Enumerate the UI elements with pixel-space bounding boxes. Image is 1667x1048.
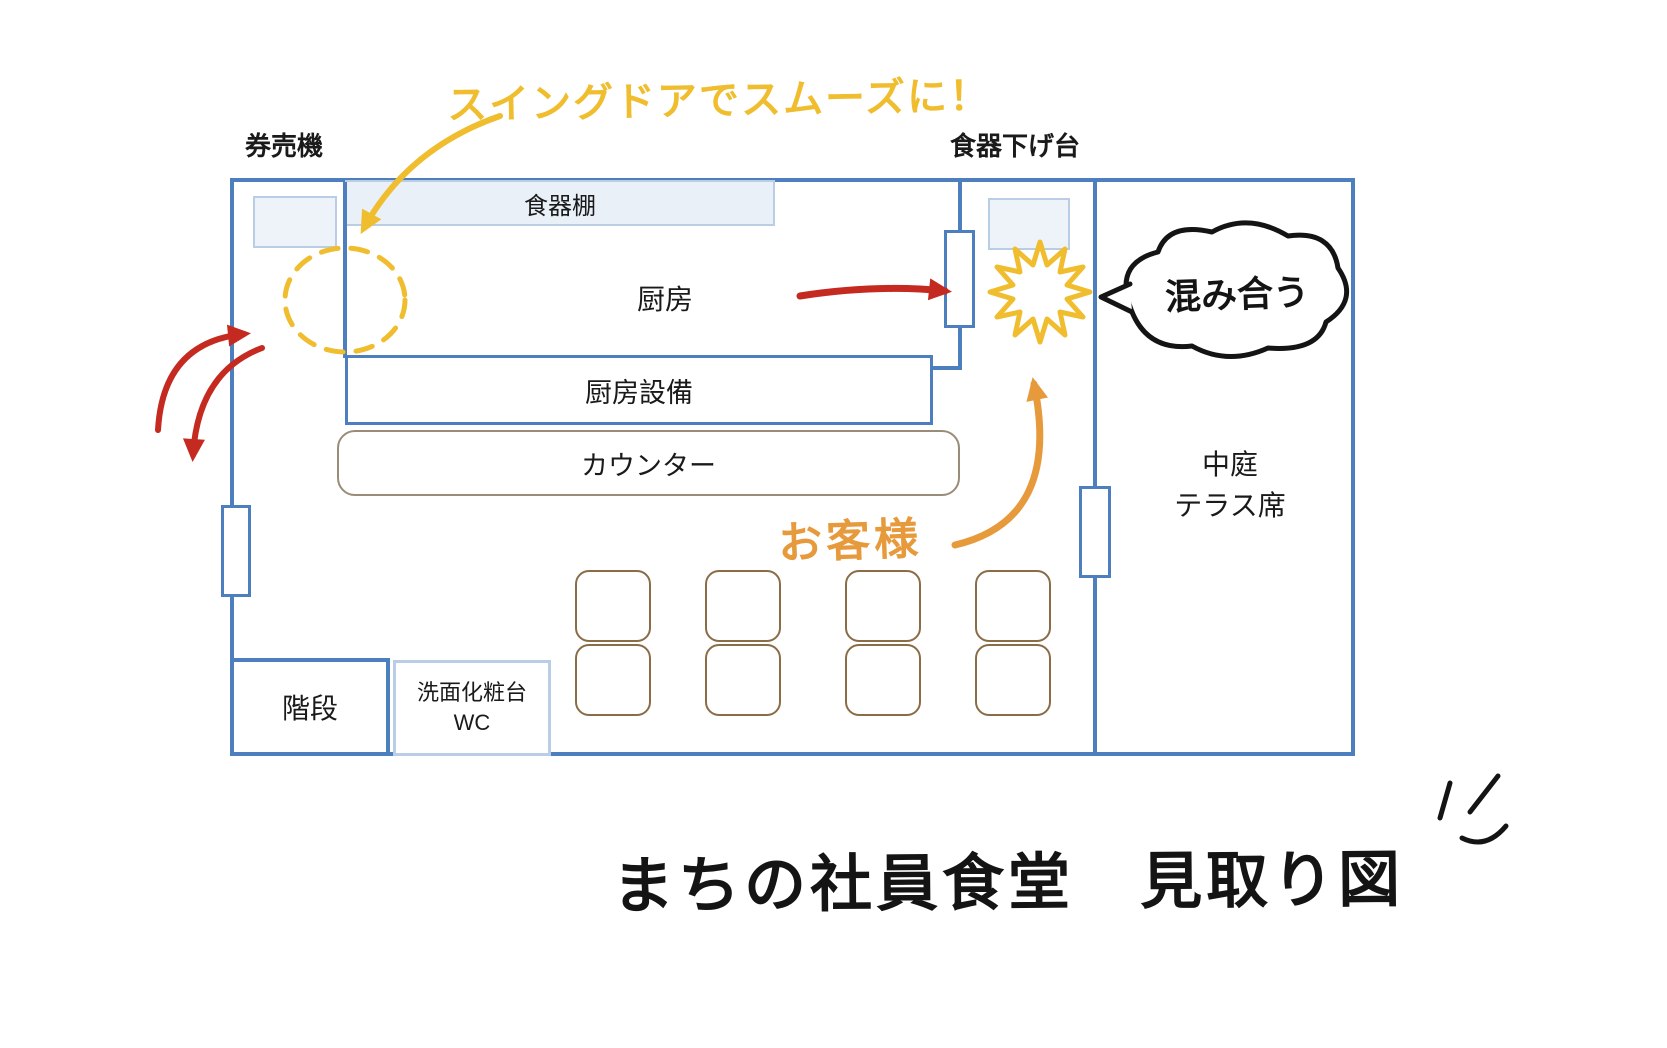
table-seat — [705, 644, 781, 716]
outer-wall — [230, 178, 1355, 756]
dish-return-door — [944, 230, 975, 328]
kitchen-left-wall — [343, 182, 347, 358]
terrace-label-line1: 中庭 — [1201, 449, 1258, 480]
table-seat — [575, 570, 651, 642]
kitchen-equipment-label: 厨房設備 — [585, 377, 693, 408]
table-seat — [975, 644, 1051, 716]
dish-return-label: 食器下げ台 — [950, 131, 1081, 161]
wc-label: WC — [453, 710, 491, 735]
terrace-label-line2: テラス席 — [1174, 489, 1286, 521]
counter-label: カウンター — [581, 450, 716, 481]
entrance-door — [221, 505, 251, 597]
kitchen-label: 厨房 — [636, 284, 693, 315]
ticket-machine-box — [253, 196, 337, 248]
kitchen-equipment: 厨房設備 — [345, 355, 933, 425]
ticket-machine-label: 券売機 — [245, 131, 324, 161]
table-seat — [975, 570, 1051, 642]
table-seat — [845, 570, 921, 642]
terrace-label: 中庭 テラス席 — [1150, 445, 1310, 526]
customers-note: お客様 — [777, 514, 923, 569]
stairs-room: 階段 — [230, 658, 390, 756]
table-seat — [575, 644, 651, 716]
washroom-label: 洗面化粧台 — [416, 680, 527, 706]
dish-shelf: 食器棚 — [345, 180, 775, 226]
table-seat — [845, 644, 921, 716]
page-title: まちの社員食堂 見取り図 — [611, 845, 1405, 922]
crowded-note: 混み合う — [1164, 271, 1310, 318]
dish-shelf-label: 食器棚 — [524, 192, 596, 220]
terrace-door — [1079, 486, 1111, 578]
dish-return-box — [988, 198, 1070, 250]
table-seat — [705, 570, 781, 642]
stairs-label: 階段 — [281, 693, 338, 724]
kitchen-step-wall — [930, 366, 962, 370]
swing-door-note: スイングドアでスムーズに！ — [446, 74, 992, 128]
counter: カウンター — [337, 430, 960, 496]
terrace-wall — [1093, 182, 1097, 752]
washroom-room: 洗面化粧台 WC — [393, 660, 551, 756]
